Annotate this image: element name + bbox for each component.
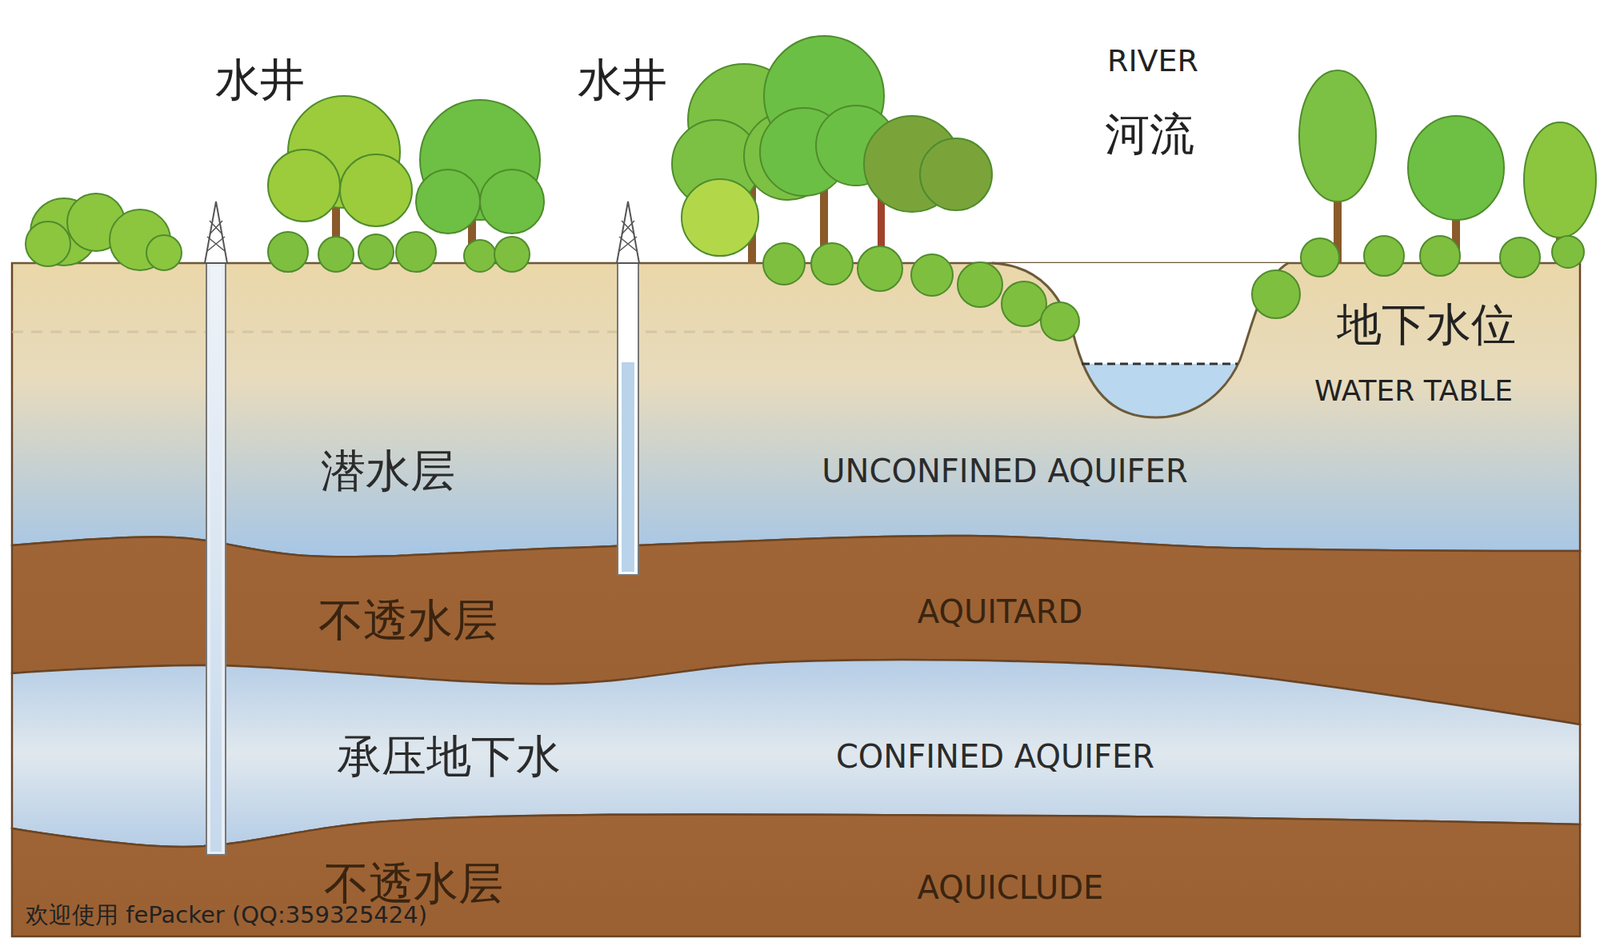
band-fill (12, 263, 1580, 557)
layer-name-zh: 不透水层 (318, 596, 498, 646)
layer-name-en: UNCONFINED AQUIFER (821, 453, 1188, 489)
well (204, 201, 228, 856)
water-table-label: WATER TABLE (1314, 375, 1513, 408)
well-label: 水井 (577, 55, 668, 105)
water-table-label: 地下水位 (1336, 300, 1516, 350)
trees (25, 36, 1596, 341)
layer-name-zh: 潜水层 (320, 446, 456, 496)
river-label: 河流 (1104, 109, 1195, 160)
river-label: RIVER (1107, 44, 1199, 79)
layer-name-en: AQUICLUDE (917, 870, 1104, 906)
river (992, 263, 1288, 428)
band-fill (12, 814, 1580, 937)
layer-name-zh: 不透水层 (324, 859, 504, 909)
layer-name-en: CONFINED AQUIFER (836, 739, 1155, 775)
layer-name-en: AQUITARD (917, 594, 1084, 630)
river-bank (992, 263, 1288, 418)
well (616, 201, 640, 576)
water-surface (1081, 363, 1238, 366)
layer-name-zh: 承压地下水 (336, 732, 561, 782)
well-label: 水井 (215, 55, 305, 105)
water-table-dash (12, 331, 1056, 334)
watermark: 欢迎使用 fePacker (QQ:359325424) (25, 903, 428, 929)
